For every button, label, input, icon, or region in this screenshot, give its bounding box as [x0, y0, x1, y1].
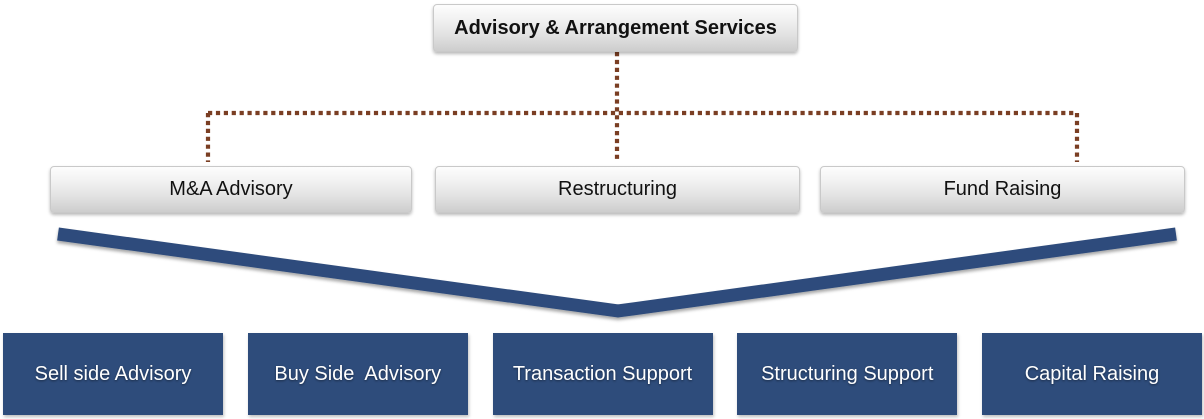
- chevron-brace: [57, 227, 1177, 318]
- dotted-connector-tree: [205, 52, 1080, 162]
- root-box-advisory-arrangement-services: Advisory & Arrangement Services: [433, 4, 798, 52]
- detail-box-structuring-support: Structuring Support: [737, 333, 958, 415]
- detail-box-label: Structuring Support: [761, 362, 934, 385]
- service-box-label: Restructuring: [558, 178, 677, 200]
- detail-box-sell-side-advisory: Sell side Advisory: [3, 333, 223, 415]
- detail-box-buy-side-advisory: Buy Side Advisory: [247, 333, 468, 415]
- service-box-label: Fund Raising: [943, 178, 1062, 200]
- detail-box-label: Transaction Support: [512, 362, 693, 385]
- detail-box-label: Sell side Advisory: [34, 362, 192, 385]
- detail-box-label: Buy Side Advisory: [274, 362, 442, 385]
- service-box-ma-advisory: M&A Advisory: [50, 166, 412, 213]
- detail-box-capital-raising: Capital Raising: [982, 333, 1202, 415]
- service-box-label: M&A Advisory: [169, 178, 293, 200]
- detail-boxes-row: Sell side Advisory Buy Side Advisory Tra…: [3, 333, 1202, 415]
- service-box-restructuring: Restructuring: [435, 166, 800, 213]
- root-box-label: Advisory & Arrangement Services: [454, 16, 777, 39]
- detail-box-label: Capital Raising: [1024, 362, 1160, 385]
- service-box-fund-raising: Fund Raising: [820, 166, 1185, 213]
- detail-box-transaction-support: Transaction Support: [492, 333, 713, 415]
